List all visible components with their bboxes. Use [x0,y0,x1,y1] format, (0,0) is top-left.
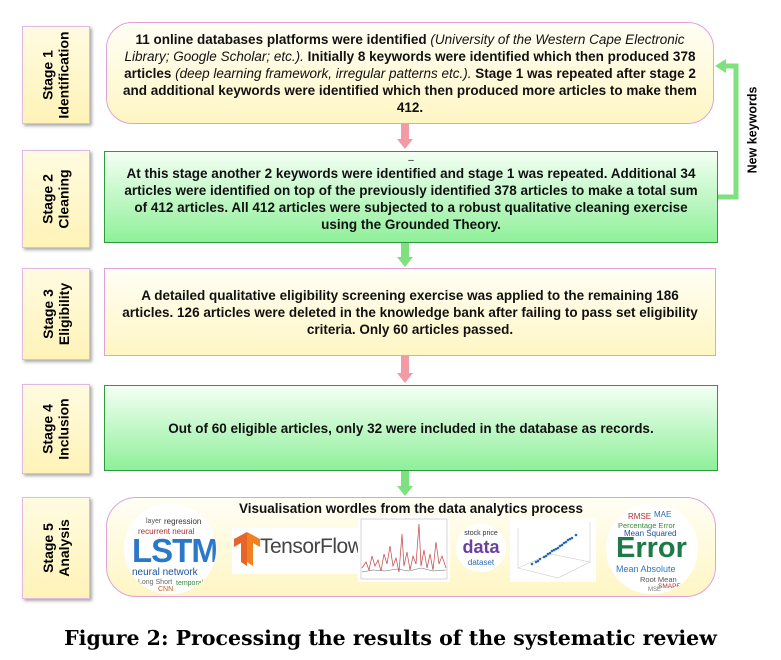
lstm-word-cnn: CNN [158,586,174,593]
lstm-word-neural-network: neural network [132,567,198,578]
stage-3-text: A detailed qualitative eligibility scree… [122,287,698,337]
new-keywords-label: New keywords [743,82,761,178]
error-word-percentage: Percentage Error [618,521,676,530]
stage-4-text: Out of 60 eligible articles, only 32 wer… [168,420,654,436]
error-word-mae: MAE [654,510,672,519]
stage-2-box: – At this stage another 2 keywords were … [104,151,718,243]
stage-2-dash: – [408,155,414,166]
stage-4-box: Out of 60 eligible articles, only 32 wer… [104,385,718,471]
stage-1-text: 11 online databases platforms were ident… [123,31,697,115]
arrow-stage2-to-stage3 [397,243,413,267]
stage-2-number: Stage 2 [40,174,56,224]
data-word-dataset: dataset [467,558,495,567]
error-word-main: Error [616,532,687,564]
error-word-smape: SMAPE [658,583,681,590]
time-series-plot [358,516,450,582]
stage-1-name: Identification [56,31,72,119]
stage-3-name: Eligibility [55,282,72,346]
error-word-mean-absolute: Mean Absolute [616,564,676,574]
stage-5-name: Analysis [56,519,72,577]
stage-2-text: At this stage another 2 keywords were id… [124,166,698,232]
lstm-word-layer: layer [146,518,162,525]
lstm-word-regression: regression [164,517,202,526]
stage-3-number: Stage 3 [39,289,56,339]
stage-1-box: 11 online databases platforms were ident… [106,22,714,124]
new-keywords-text: New keywords [745,86,759,174]
stage-4-name: Inclusion [55,398,72,460]
data-word-stock-price: stock price [464,530,498,537]
tensorflow-wordmark: TensorFlow [260,535,363,558]
lstm-word-recurrent: recurrent neural [138,527,195,536]
stage-3-box: A detailed qualitative eligibility scree… [104,268,716,356]
error-wordle: RMSE MAE Percentage Error Mean Squared E… [606,504,698,594]
scatter-3d-plot [510,518,596,582]
stage-4-number: Stage 4 [39,404,56,454]
data-word-main: data [462,537,500,557]
stage-5-number: Stage 5 [40,523,56,573]
lstm-word-temporal: temporal [176,580,204,587]
lstm-wordle: layer regression recurrent neural LSTM n… [124,504,216,594]
error-word-root-mean: Root Mean [640,575,677,584]
data-wordle: stock price data dataset [456,524,506,572]
arrow-stage3-to-stage4 [397,356,413,383]
tensorflow-icon [234,532,260,566]
arrow-stage1-to-stage2 [397,124,413,149]
lstm-word-main: LSTM [132,532,216,569]
arrow-stage4-to-stage5 [397,471,413,496]
tensorflow-logo: TensorFlow [232,528,363,574]
lstm-word-long-short: Long Short [138,579,173,586]
error-word-rmse: RMSE [628,512,652,521]
stage-1-number: Stage 1 [40,50,56,100]
figure-caption: Figure 2: Processing the results of the … [64,626,717,650]
error-word-mean-squared: Mean Squared [624,529,677,538]
feedback-arrow-new-keywords [715,59,739,200]
error-word-mse: MSE [648,587,662,593]
stage-5-title: Visualisation wordles from the data anal… [238,501,584,516]
stage-2-name: Cleaning [56,169,72,229]
